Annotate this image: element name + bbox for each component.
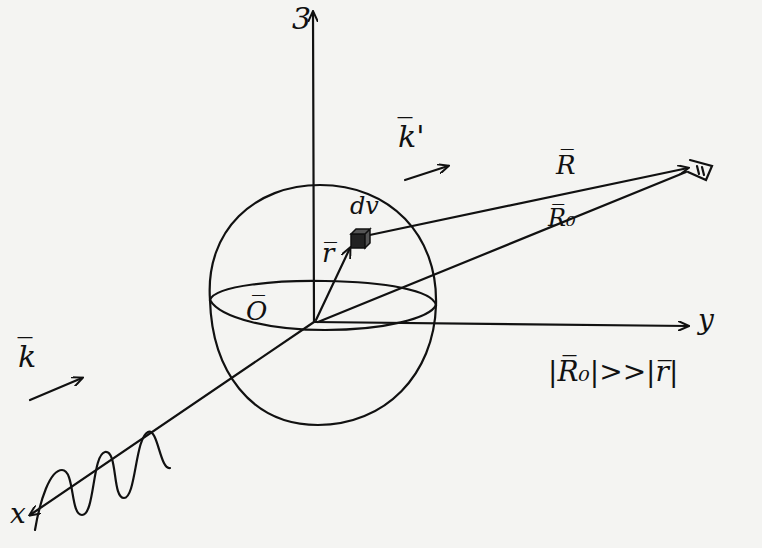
wave-vector-label: k̅' (398, 122, 424, 152)
z-axis (313, 12, 314, 322)
axis-label: x (10, 500, 26, 528)
wave-vector-label: k̅ (18, 342, 36, 372)
sphere-outline (210, 185, 436, 425)
eye-symbol (688, 160, 712, 180)
axis-label: 3 (292, 4, 311, 34)
axis-label: y (698, 306, 714, 334)
condition-note: |R̅₀|>>|r̅| (548, 358, 678, 386)
origin-label: O̅ (246, 298, 267, 324)
volume-element (351, 229, 370, 248)
volume-label: dv (350, 194, 379, 218)
x-axis (30, 322, 314, 515)
eye-lash (697, 166, 699, 174)
vector-label: R̅ (556, 152, 576, 178)
vector-label: R̅₀ (548, 206, 576, 230)
vector-label: r̅ (322, 240, 334, 266)
k-arrow (30, 378, 82, 400)
k-prime-arrow (405, 166, 448, 180)
eye-lash (702, 167, 704, 175)
y-axis (314, 322, 688, 326)
incident-wave (35, 432, 170, 530)
R0-vector (318, 172, 686, 322)
sphere-equator-back (210, 281, 436, 305)
R-vector (365, 168, 688, 236)
